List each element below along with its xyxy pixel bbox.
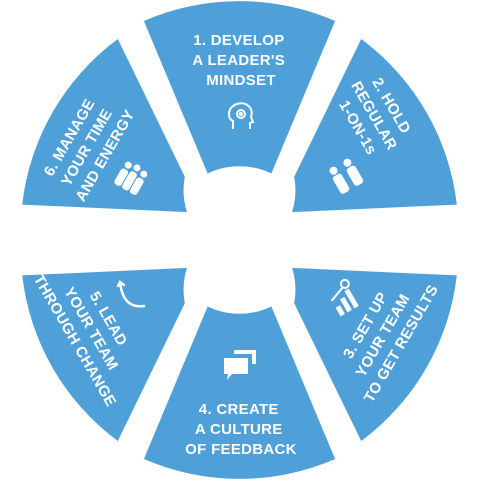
segment-1-label: 1. DEVELOP A LEADER'S MINDSET (192, 32, 289, 89)
speech-bubbles-icon (224, 350, 256, 380)
segment-2: 2. HOLD REGULAR 1-ON-1s (292, 39, 457, 213)
segment-5-shape (22, 267, 187, 441)
segment-3-shape (292, 267, 457, 441)
segment-4-label: 4. CREATE A CULTURE OF FEEDBACK (185, 401, 297, 458)
segment-1-line-3: MINDSET (206, 72, 276, 89)
segment-4: 4. CREATE A CULTURE OF FEEDBACK (143, 306, 336, 479)
segment-6: 6. MANAGE YOUR TIME AND ENERGY (22, 39, 187, 213)
segment-1-shape (143, 1, 336, 174)
head-gear-icon (227, 102, 255, 129)
segment-4-line-1: 4. CREATE (199, 401, 279, 418)
segment-5: 5. LEAD YOUR TEAM THROUGH CHANGE (22, 267, 187, 441)
segment-4-line-3: OF FEEDBACK (185, 441, 297, 458)
bar-chart-target-icon (330, 278, 359, 317)
segment-1-line-1: 1. DEVELOP (193, 32, 284, 49)
segment-6-shape (22, 39, 187, 213)
change-curve-icon (116, 280, 146, 308)
segment-1-line-2: A LEADER'S (192, 52, 285, 69)
segment-4-line-2: A CULTURE (195, 421, 283, 438)
segment-3: 3. SET UP YOUR TEAM TO GET RESULTS (292, 267, 457, 441)
two-people-icon (329, 158, 364, 194)
segment-1: 1. DEVELOP A LEADER'S MINDSET (143, 1, 336, 174)
segment-4-shape (143, 306, 336, 479)
people-energy-icon (114, 161, 148, 195)
